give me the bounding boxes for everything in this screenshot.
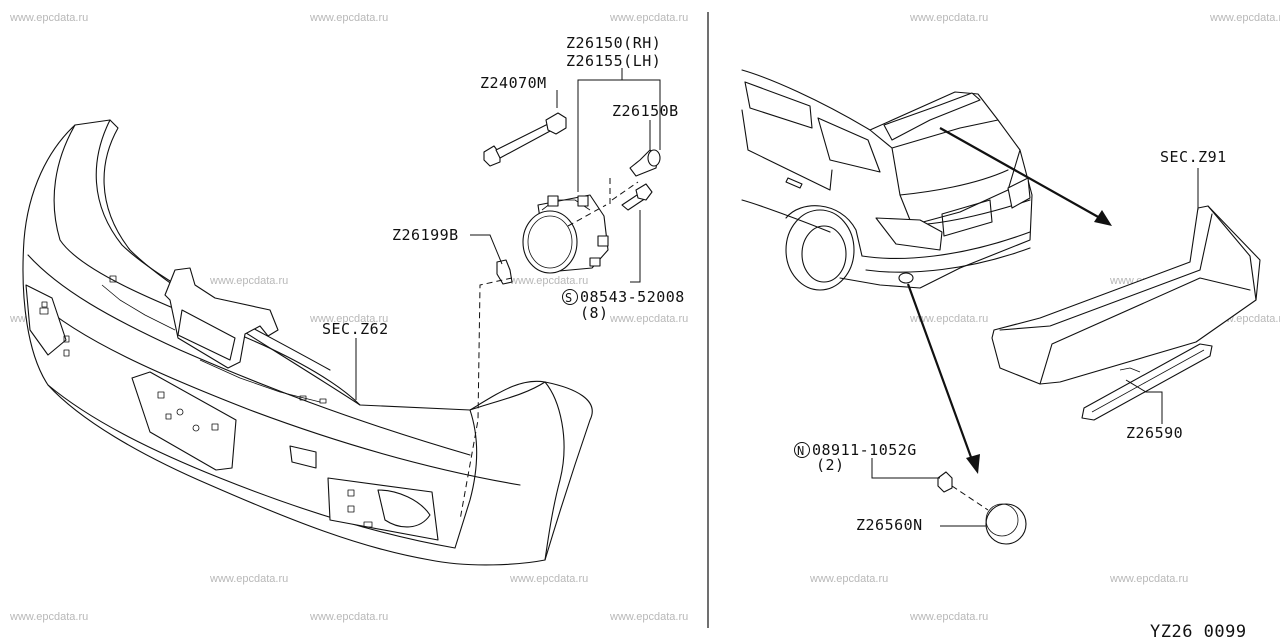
rear-spoiler bbox=[991, 205, 1261, 385]
watermark: www.epcdata.ru bbox=[9, 611, 88, 623]
watermark: www.epcdata.ru bbox=[209, 275, 288, 287]
label-z26560n: Z26560N bbox=[856, 516, 923, 534]
nut-symbol-badge: N bbox=[794, 442, 810, 458]
watermark: www.epcdata.ru bbox=[609, 611, 688, 623]
fog-lamp-assembly bbox=[459, 112, 661, 521]
watermark: www.epcdata.ru bbox=[509, 573, 588, 585]
watermark: www.epcdata.ru bbox=[509, 275, 588, 287]
front-bumper-fascia bbox=[22, 119, 593, 566]
arrow-head-tow-cover bbox=[966, 454, 980, 474]
high-stop-lamp bbox=[1081, 343, 1213, 421]
label-08543-qty: (8) bbox=[580, 304, 609, 322]
watermark: www.epcdata.ru bbox=[1109, 573, 1188, 585]
label-08911-qty: (2) bbox=[816, 456, 845, 474]
label-z26590: Z26590 bbox=[1126, 424, 1183, 442]
label-z24070m: Z24070M bbox=[480, 74, 547, 92]
arrow-head-spoiler bbox=[1094, 210, 1112, 226]
part-labels: Z26150(RH) Z26155(LH) Z24070M Z26150B Z2… bbox=[322, 34, 1247, 640]
screw-symbol-badge: S bbox=[562, 289, 578, 305]
leader-lines-left bbox=[355, 68, 661, 400]
watermark: www.epcdata.ru bbox=[309, 313, 388, 325]
tow-hook-cover-group bbox=[937, 471, 1027, 545]
label-z26155: Z26155(LH) bbox=[566, 52, 661, 70]
watermark: www.epcdata.ru bbox=[809, 573, 888, 585]
screw-symbol-s: S bbox=[565, 291, 573, 305]
connector-z24070m bbox=[483, 112, 567, 167]
callout-arrows bbox=[906, 127, 1112, 474]
watermark: www.epcdata.ru bbox=[909, 12, 988, 24]
rear-vehicle-view bbox=[741, 69, 1033, 291]
label-sec-z62: SEC.Z62 bbox=[322, 320, 389, 338]
label-z26199b: Z26199B bbox=[392, 226, 459, 244]
label-z26150b: Z26150B bbox=[612, 102, 679, 120]
watermark: www.epcdata.ru bbox=[609, 12, 688, 24]
watermark: www.epcdata.ru bbox=[209, 573, 288, 585]
watermark: www.epcdata.ru bbox=[9, 12, 88, 24]
nut-symbol-n: N bbox=[797, 444, 805, 458]
label-z26150: Z26150(RH) bbox=[566, 34, 661, 52]
leader-lines-right bbox=[871, 168, 1199, 527]
label-08543-52008: 08543-52008 bbox=[580, 288, 685, 306]
watermark: www.epcdata.ru bbox=[909, 611, 988, 623]
watermark: www.epcdata.ru bbox=[609, 313, 688, 325]
watermark: www.epcdata.ru bbox=[309, 12, 388, 24]
label-sec-z91: SEC.Z91 bbox=[1160, 148, 1227, 166]
label-08911-1052g: 08911-1052G bbox=[812, 441, 917, 459]
diagram-id: YZ26 0099 bbox=[1150, 622, 1247, 640]
watermark: www.epcdata.ru bbox=[1209, 12, 1280, 24]
watermark: www.epcdata.ru bbox=[909, 313, 988, 325]
watermark: www.epcdata.ru bbox=[309, 611, 388, 623]
